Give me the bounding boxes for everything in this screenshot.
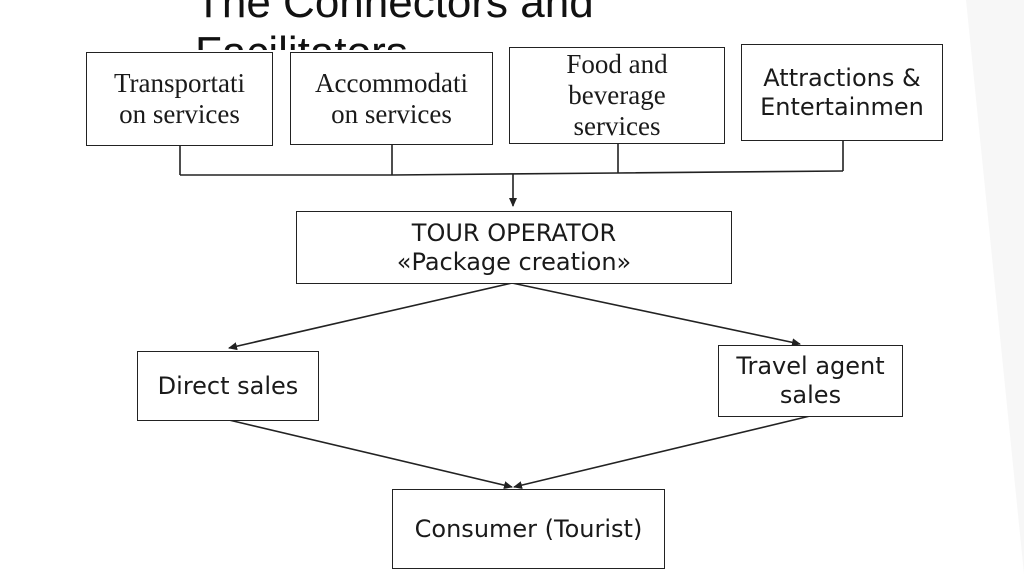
direct-sales-box: Direct sales xyxy=(137,351,319,421)
supplier-bus-line xyxy=(180,170,844,176)
tour-operator-title: TOUR OPERATOR xyxy=(411,218,617,247)
tour-operator-subtitle: «Package creation» xyxy=(396,247,632,276)
arrow-to-travel-agent xyxy=(511,282,801,347)
arrow-to-direct-sales xyxy=(228,282,513,351)
accommodation-services-box: Accommodati on services xyxy=(290,52,493,145)
tour-operator-box: TOUR OPERATOR «Package creation» xyxy=(296,211,732,284)
food-beverage-services-box: Food and beverage services xyxy=(509,47,725,144)
arrow-direct-to-consumer xyxy=(228,419,513,490)
travel-agent-sales-label: Travel agent sales xyxy=(736,352,885,409)
consumer-label: Consumer (Tourist) xyxy=(414,514,643,543)
attractions-entertainment-label: Attractions & Entertainmen xyxy=(760,63,924,121)
slide-title: The Connectors and Facilitators xyxy=(195,0,594,50)
travel-agent-sales-box: Travel agent sales xyxy=(718,345,903,417)
accommodation-services-label: Accommodati on services xyxy=(315,67,468,129)
transportation-services-box: Transportati on services xyxy=(86,52,273,146)
arrow-agent-to-consumer xyxy=(513,415,811,490)
transportation-services-label: Transportati on services xyxy=(113,68,245,129)
food-beverage-services-label: Food and beverage services xyxy=(566,49,668,141)
consumer-box: Consumer (Tourist) xyxy=(392,489,665,569)
attractions-entertainment-box: Attractions & Entertainmen xyxy=(741,44,943,141)
slide-corner-decoration xyxy=(966,0,1024,574)
direct-sales-label: Direct sales xyxy=(157,371,299,400)
